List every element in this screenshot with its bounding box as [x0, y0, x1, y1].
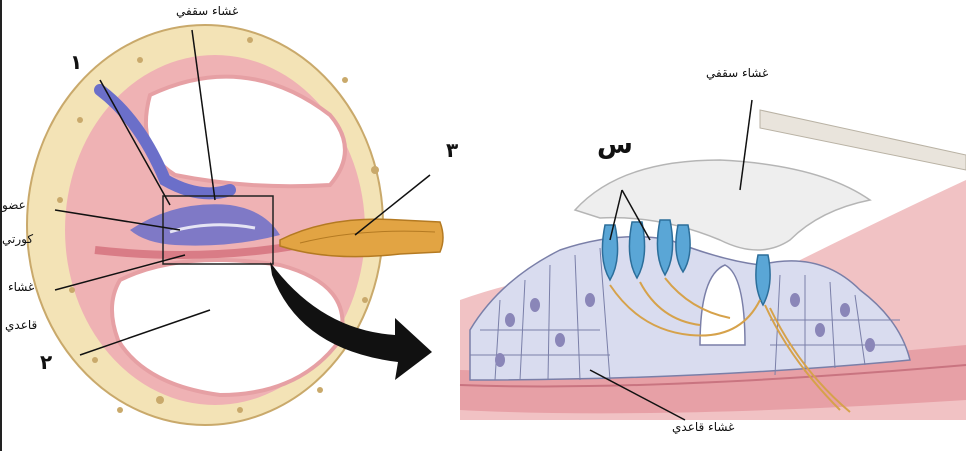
label-tectorial-right: غشاء سقفي	[706, 66, 768, 80]
tectorial-membrane	[575, 160, 870, 250]
label-organ-of-corti-1: عضو	[2, 198, 26, 212]
marker-1: ١	[70, 50, 82, 74]
label-basilar-left-1: غشاء	[8, 280, 34, 294]
organ-of-corti-detail	[460, 110, 966, 420]
label-tectorial-left: غشاء سقفي	[176, 4, 238, 18]
spiral-lamina	[760, 110, 966, 170]
label-basilar-left-2: قاعدي	[5, 318, 37, 332]
marker-3: ٣	[446, 138, 458, 162]
cochlea-cross-section	[27, 25, 443, 425]
label-organ-of-corti-2: كورتي	[2, 232, 33, 246]
marker-2: ٢	[40, 350, 52, 374]
marker-s: س	[597, 130, 633, 160]
label-basilar-right: غشاء قاعدي	[672, 420, 734, 434]
